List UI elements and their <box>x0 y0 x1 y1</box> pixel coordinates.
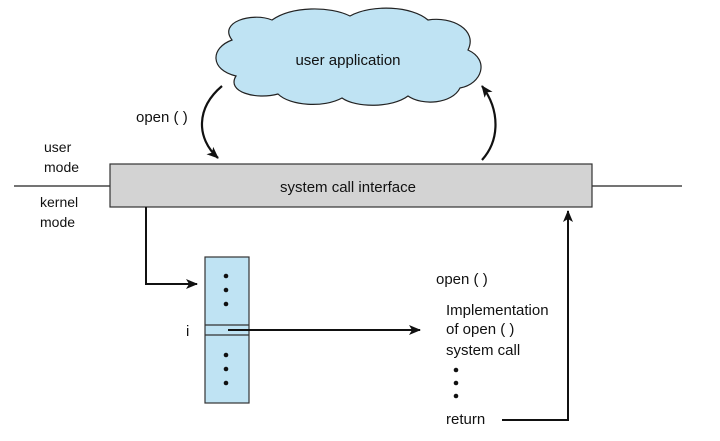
call-arrow <box>200 85 223 159</box>
cloud-label: user application <box>295 52 400 69</box>
return-label: return <box>446 411 485 428</box>
implementation-title: open ( ) <box>436 271 488 288</box>
implementation-dot <box>453 380 459 386</box>
implementation-text: Implementation of open ( ) system call <box>446 302 553 359</box>
cloud-shape <box>215 7 482 106</box>
open-call-label: open ( ) <box>136 109 188 126</box>
table-dot <box>223 301 229 307</box>
return-arrow <box>502 210 573 421</box>
interface-label: system call interface <box>280 179 416 196</box>
implementation-dot <box>453 393 459 399</box>
implementation-dot <box>453 367 459 373</box>
user-mode-line2: mode <box>44 159 79 175</box>
user-mode-line1: user <box>44 139 72 155</box>
system-call-table <box>204 256 250 404</box>
implementation-line1: Implementation <box>446 302 549 319</box>
table-index-label: i <box>186 323 189 340</box>
system-call-interface-bar: system call interface <box>109 163 593 208</box>
table-dot <box>223 380 229 386</box>
kernel-mode-line1: kernel <box>40 194 78 210</box>
implementation-block: open ( ) Implementation of open ( ) syst… <box>436 271 553 428</box>
dispatch-arrow <box>145 207 198 289</box>
implementation-line2: of open ( ) <box>446 321 514 338</box>
user-application-cloud: user application <box>215 7 482 106</box>
interface-rect <box>109 163 593 208</box>
table-dot <box>223 366 229 372</box>
implementation-line3: system call <box>446 342 520 359</box>
table-dot <box>223 287 229 293</box>
return-to-user-arrow <box>481 85 497 161</box>
table-dot <box>223 273 229 279</box>
kernel-mode-label: kernel mode <box>40 194 82 230</box>
table-dot <box>223 352 229 358</box>
kernel-mode-line2: mode <box>40 214 75 230</box>
user-mode-label: user mode <box>44 139 79 175</box>
